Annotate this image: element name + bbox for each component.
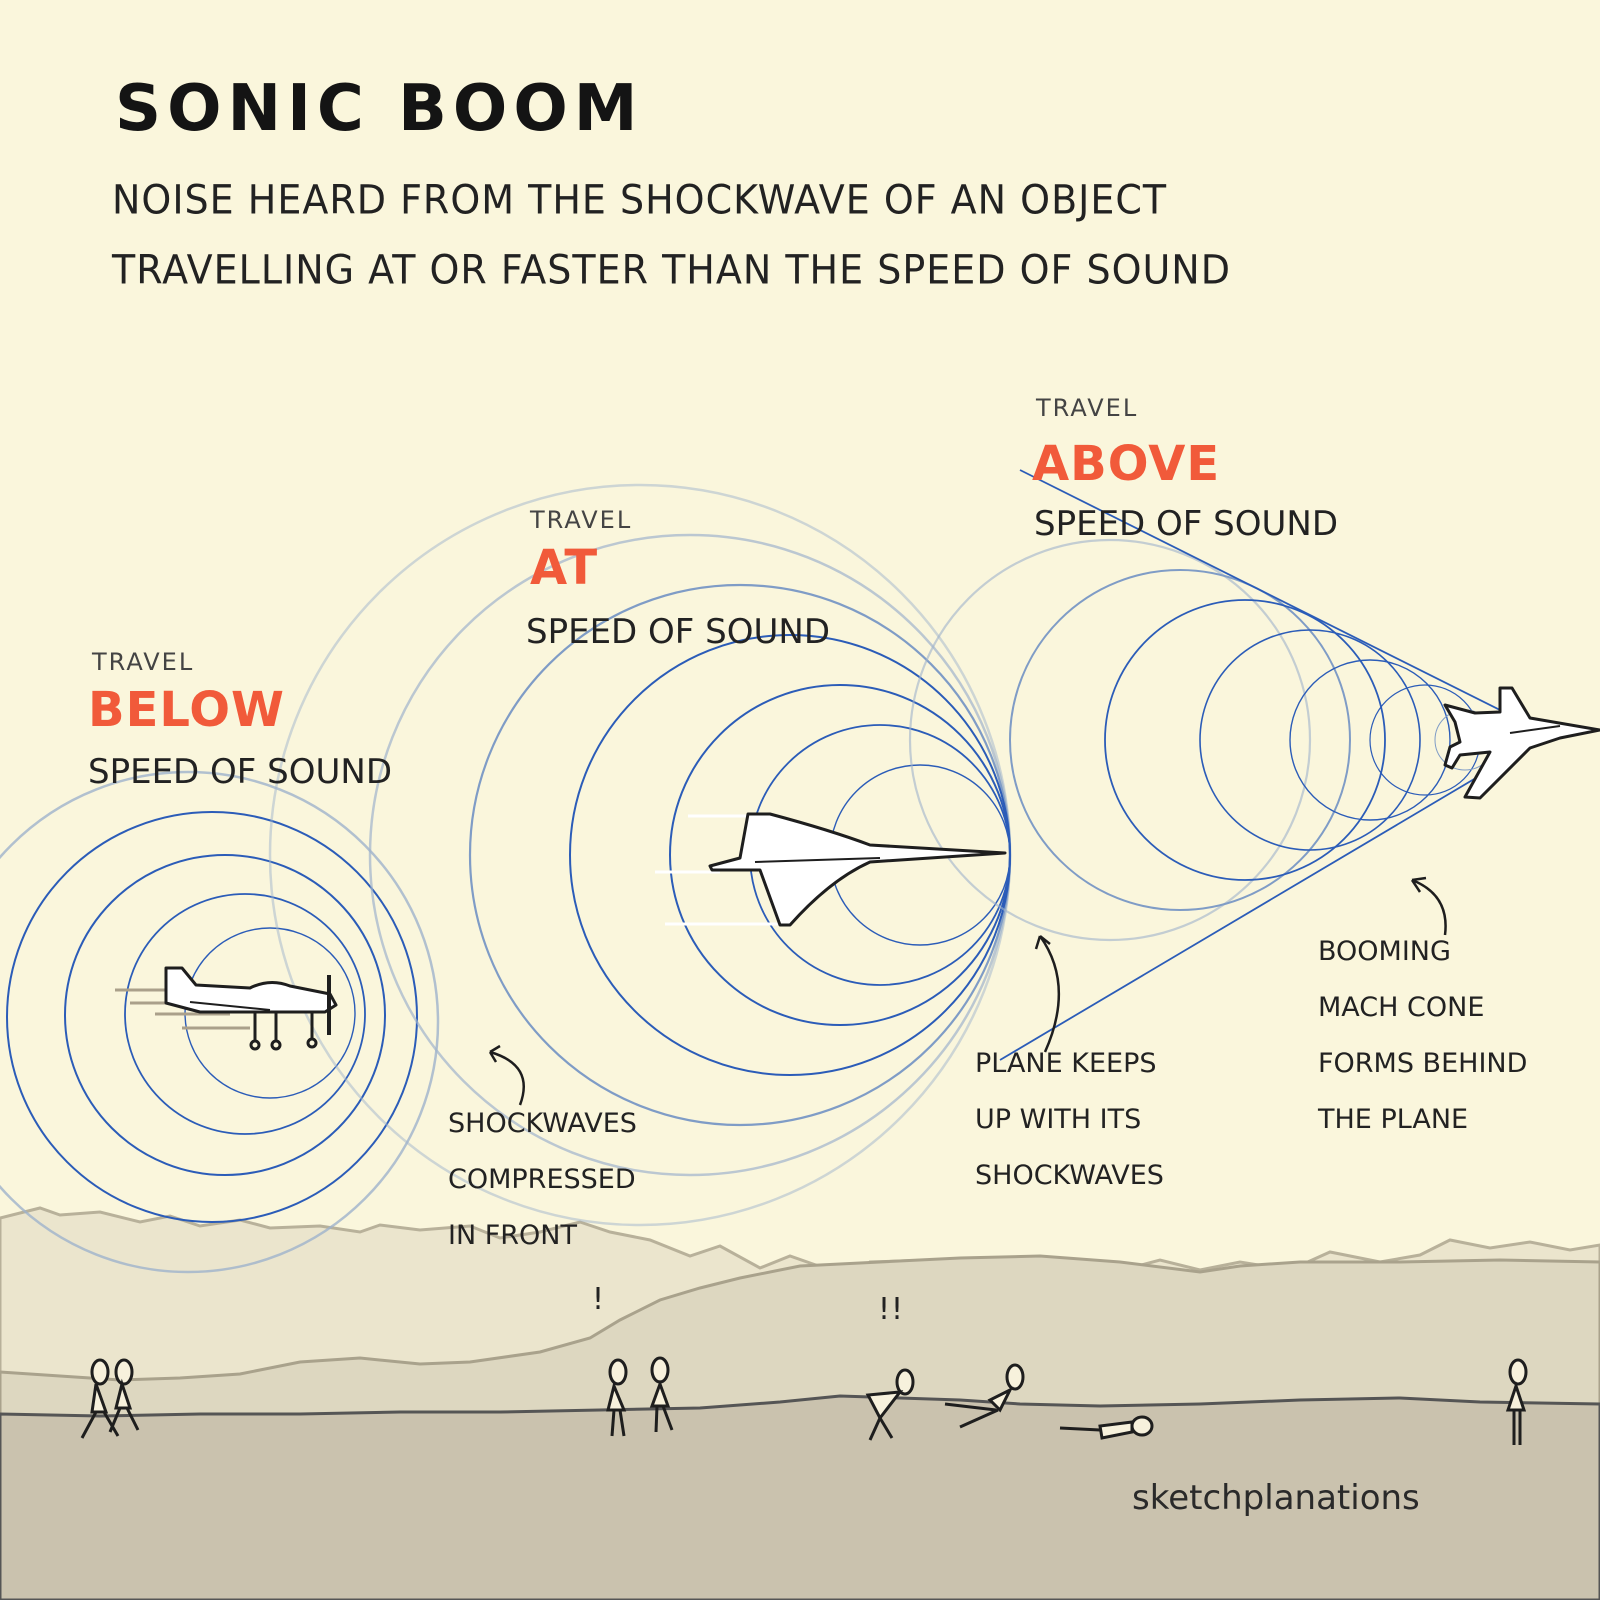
arrow-at: [1034, 935, 1060, 1053]
exclamation-double: !!: [878, 1292, 905, 1327]
startled-pair: [606, 1356, 674, 1437]
annotation-below-line-3: IN FRONT: [448, 1220, 577, 1251]
observer-right: [1505, 1358, 1528, 1445]
speed-of-sound-above: SPEED OF SOUND: [1034, 504, 1339, 544]
annotation-at-line-1: PLANE KEEPS: [975, 1048, 1157, 1079]
mach-cone-lower: [999, 739, 1541, 1061]
page-title: SONIC BOOM: [115, 72, 644, 146]
speed-word-above: ABOVE: [1032, 436, 1221, 492]
people: [80, 1356, 1528, 1445]
exclamation-single: !: [592, 1282, 606, 1317]
annotation-at: PLANE KEEPS UP WITH ITS SHOCKWAVES: [975, 1036, 1164, 1204]
sketchplanations-credit: sketchplanations: [1132, 1478, 1420, 1518]
annotation-above-line-2: MACH CONE: [1318, 992, 1485, 1023]
at-shockwaves: [268, 483, 1012, 1227]
propeller-plane-icon: [115, 966, 338, 1051]
walking-pair: [80, 1358, 140, 1439]
travel-label-at: TRAVEL: [530, 506, 633, 534]
travel-label-above: TRAVEL: [1036, 394, 1139, 422]
annotation-below: SHOCKWAVES COMPRESSED IN FRONT: [448, 1096, 637, 1264]
fighter-jet-icon: [1443, 686, 1600, 800]
speed-of-sound-at: SPEED OF SOUND: [526, 612, 831, 652]
annotation-above-line-4: THE PLANE: [1318, 1104, 1469, 1135]
arrow-above: [1410, 876, 1447, 936]
annotation-arrows: [488, 876, 1447, 1106]
landscape: [0, 1206, 1600, 1600]
annotation-below-line-2: COMPRESSED: [448, 1164, 636, 1195]
annotation-above-line-3: FORMS BEHIND: [1318, 1048, 1528, 1079]
annotation-above-line-1: BOOMING: [1318, 936, 1451, 967]
speed-of-sound-below: SPEED OF SOUND: [88, 752, 393, 792]
annotation-at-line-3: SHOCKWAVES: [975, 1160, 1164, 1191]
speed-word-below: BELOW: [88, 682, 285, 738]
annotation-above: BOOMING MACH CONE FORMS BEHIND THE PLANE: [1318, 924, 1527, 1148]
arrow-below: [488, 1044, 525, 1106]
travel-label-below: TRAVEL: [92, 648, 195, 676]
mach-cone-upper: [1019, 469, 1541, 731]
ground: [0, 1394, 1600, 1600]
annotation-at-line-2: UP WITH ITS: [975, 1104, 1142, 1135]
speed-word-at: AT: [530, 540, 599, 596]
subtitle-line-1: NOISE HEARD FROM THE SHOCKWAVE OF AN OBJ…: [112, 176, 1168, 224]
annotation-below-line-1: SHOCKWAVES: [448, 1108, 637, 1139]
subtitle-line-2: TRAVELLING AT OR FASTER THAN THE SPEED O…: [112, 246, 1231, 294]
concorde-icon: [655, 812, 1007, 927]
ducking-and-falling: [865, 1363, 1154, 1441]
below-shockwaves: [0, 770, 440, 1274]
